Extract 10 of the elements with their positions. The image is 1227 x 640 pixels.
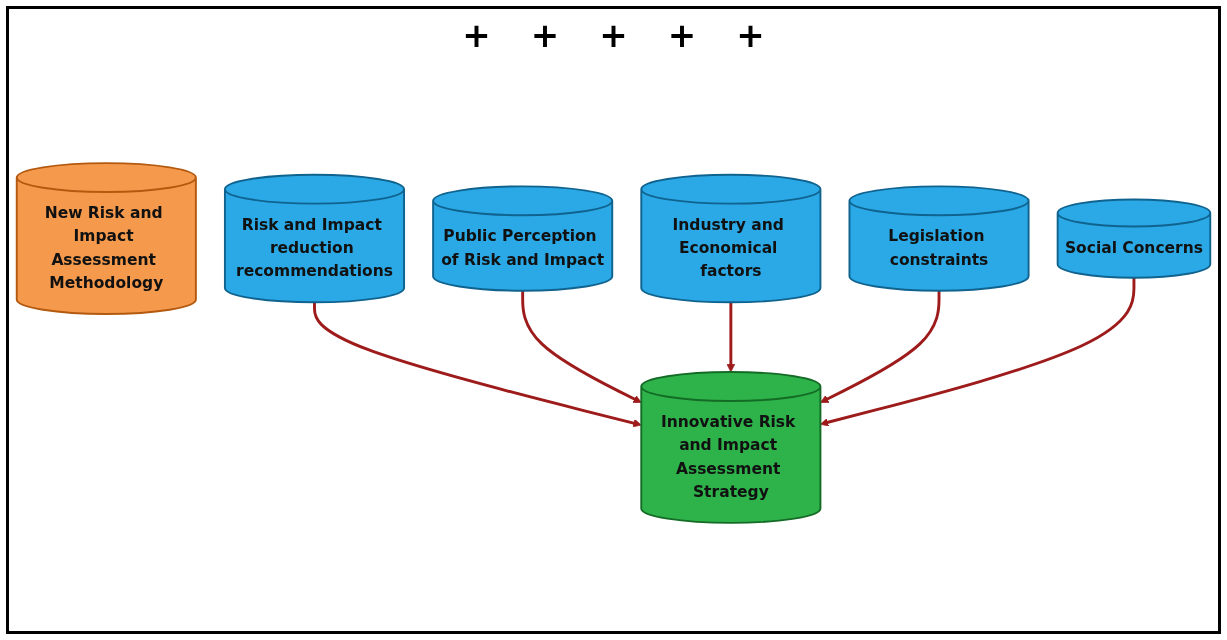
- plus-sign: +: [462, 15, 491, 55]
- arrow: [313, 302, 642, 428]
- arrow: [820, 277, 1136, 427]
- arrow: [521, 290, 642, 403]
- plus-sign: +: [599, 15, 628, 55]
- plus-sign: +: [530, 15, 560, 55]
- plus-sign: +: [667, 15, 697, 55]
- arrow: [820, 290, 941, 403]
- plus-sign: +: [736, 15, 765, 55]
- arrow: [726, 302, 736, 373]
